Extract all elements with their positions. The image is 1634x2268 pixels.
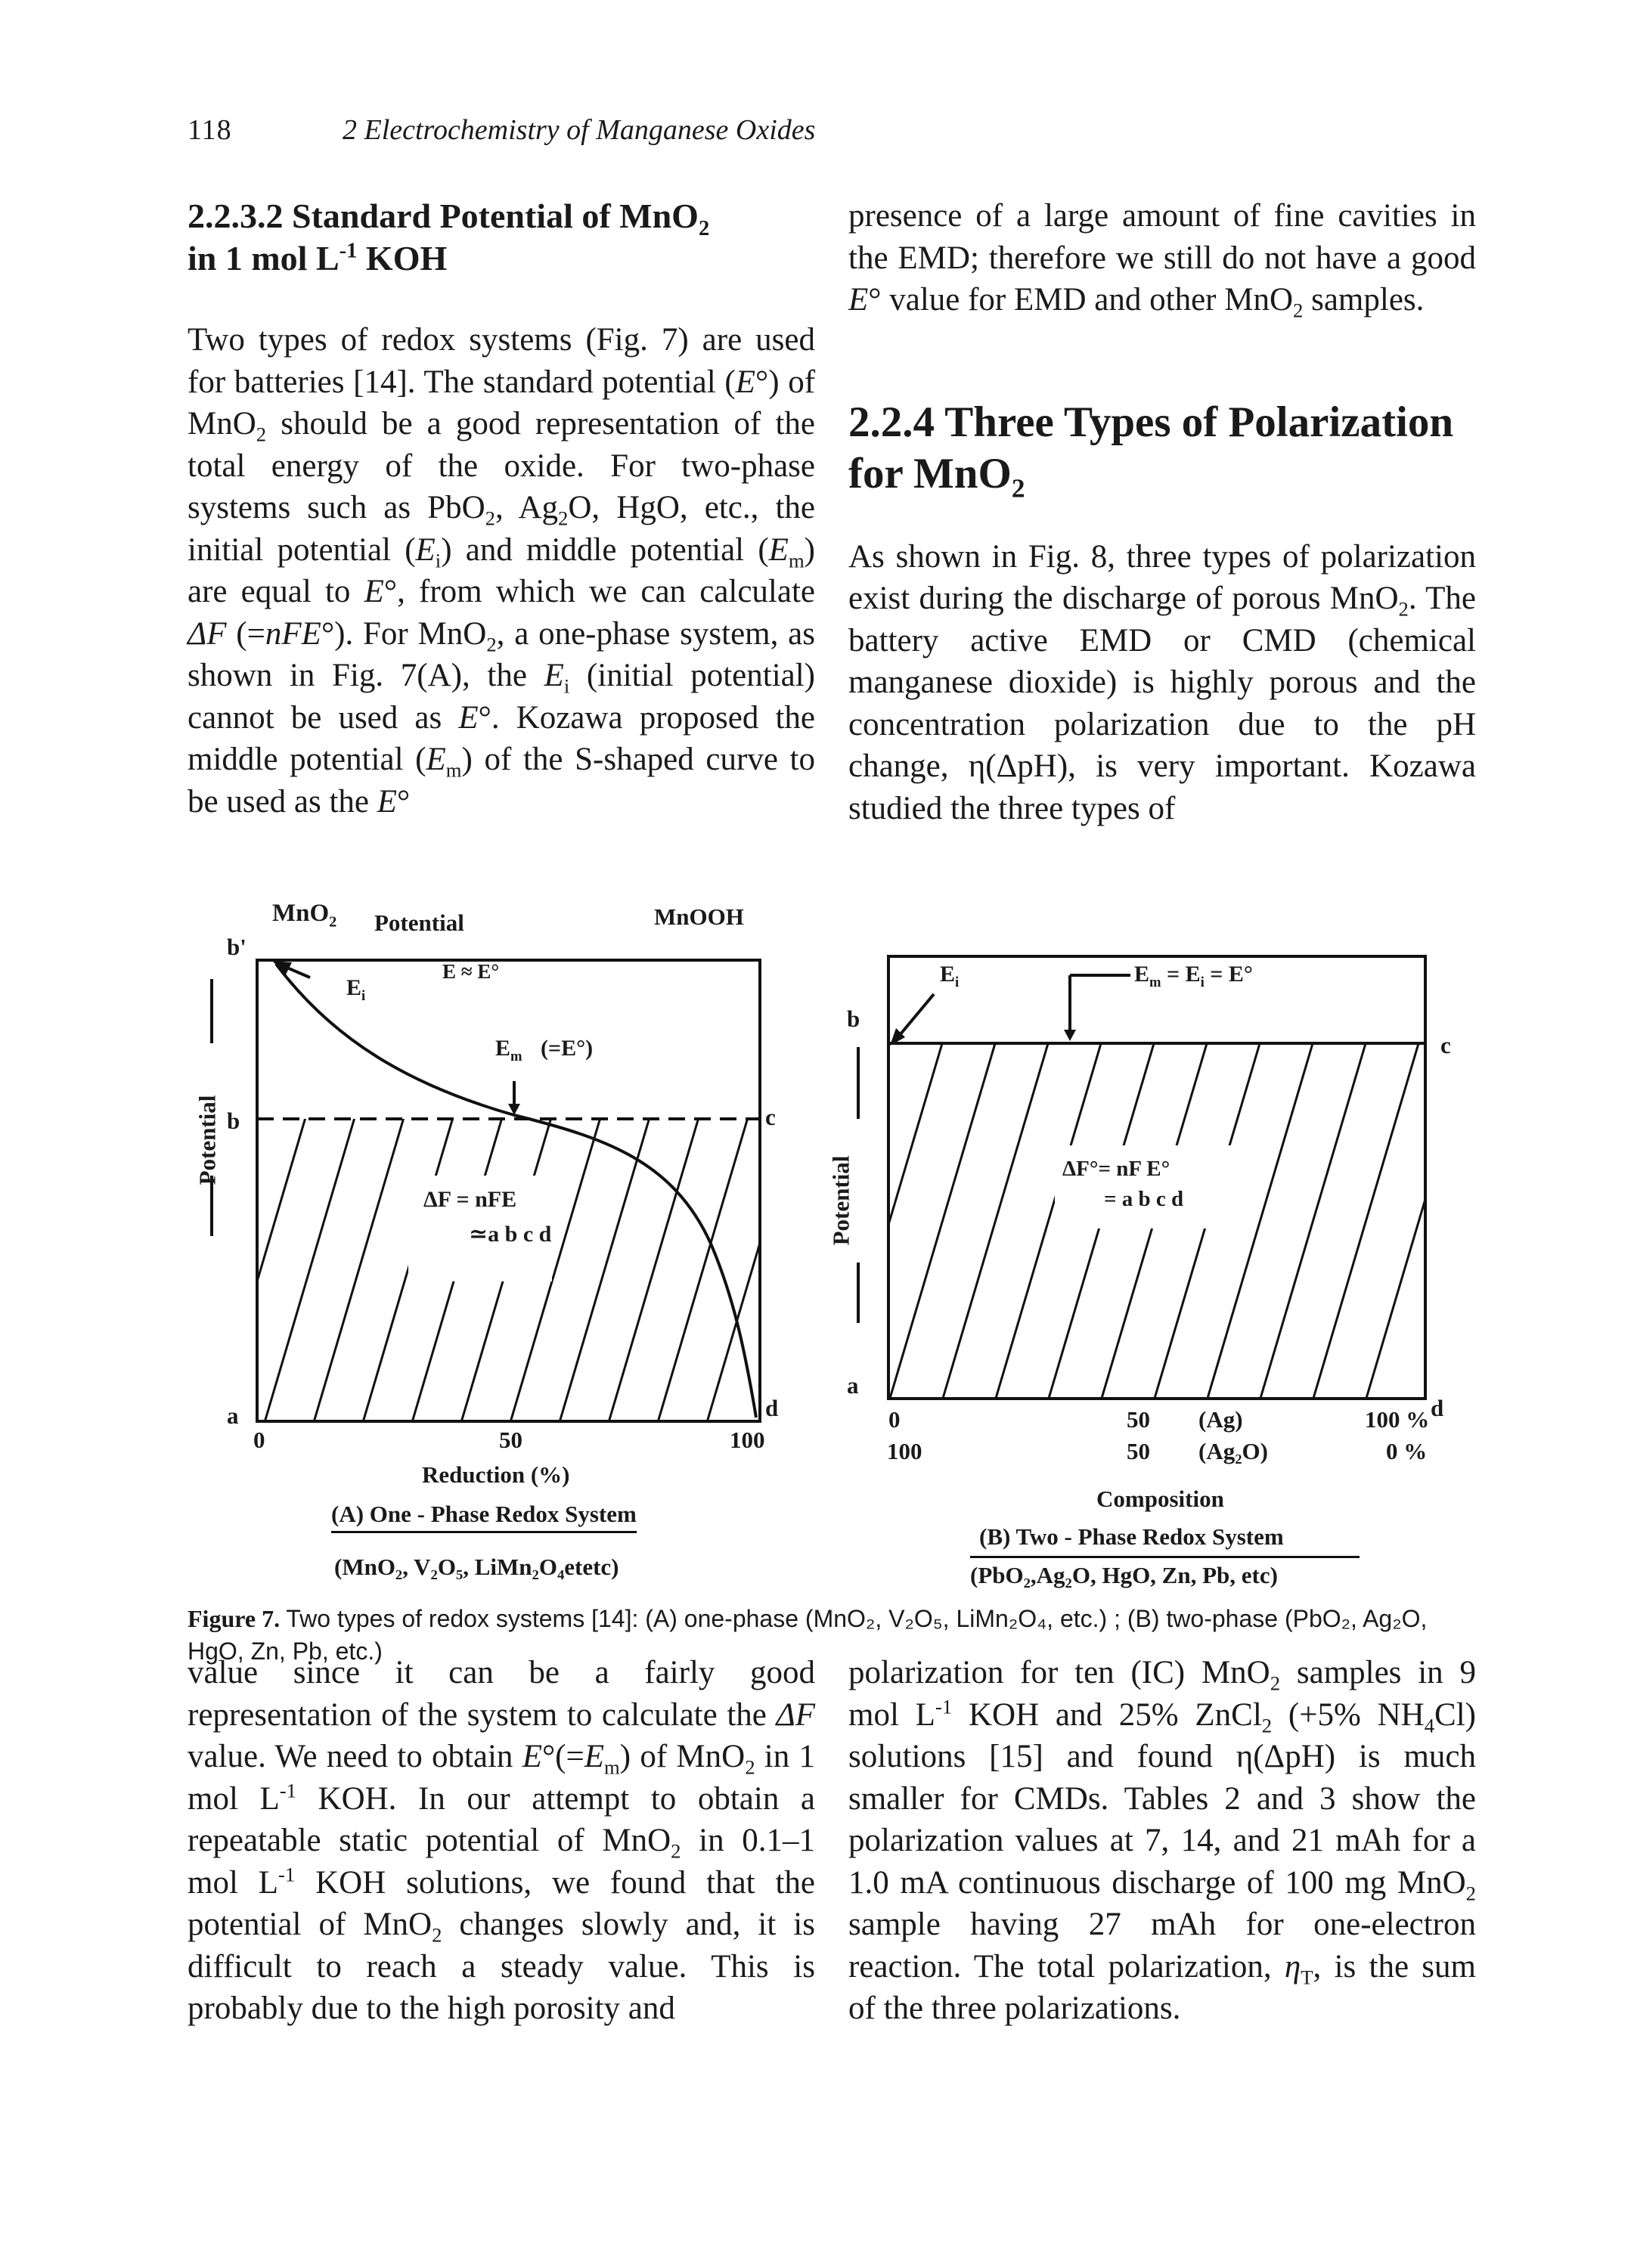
label-mnooh: MnOOH xyxy=(654,903,744,930)
row2-ag2o: (Ag₂O) xyxy=(1198,1438,1268,1464)
label-abcd: = a b c d xyxy=(1104,1187,1184,1211)
figure-caption: Figure 7. Two types of redox systems [14… xyxy=(188,1603,1473,1668)
figure-b: b a c d Potential Ei Em = Ei = E° ΔF°= n… xyxy=(827,945,1471,1489)
figure-b-title: (B) Two - Phase Redox System xyxy=(979,1523,1284,1550)
label-d: d xyxy=(1431,1395,1444,1421)
row1-ag: (Ag) xyxy=(1198,1406,1243,1433)
figure-b-graphic xyxy=(857,955,1427,1400)
caption-text: Two types of redox systems [14]: (A) one… xyxy=(188,1605,1428,1665)
paragraph-ic-samples: polarization for ten (IC) MnO2 samples i… xyxy=(848,1655,1476,2026)
y-axis-label: Potential xyxy=(194,1095,221,1185)
figure-a: MnO2 Potential MnOOH b' b a c d Potentia… xyxy=(181,888,809,1488)
row1-tick-0: 0 xyxy=(888,1406,901,1433)
x-tick-0: 0 xyxy=(253,1427,265,1453)
right-column-bottom: polarization for ten (IC) MnO2 samples i… xyxy=(848,1652,1476,2030)
x-tick-100: 100 xyxy=(730,1427,765,1453)
label-c: c xyxy=(1440,1032,1451,1058)
label-b: b xyxy=(227,1108,240,1134)
section-heading: 2.2.4 Three Types of Polarization for Mn… xyxy=(848,398,1454,503)
figure-b-title-rule xyxy=(970,1556,1360,1558)
y-axis-label: Potential xyxy=(827,1155,854,1246)
running-title: 2 Electrochemistry of Manganese Oxides xyxy=(343,114,816,146)
figure-b-examples: (PbO₂,Ag₂O, HgO, Zn, Pb, etc) xyxy=(970,1562,1278,1588)
paragraph-standard-potential: Two types of redox systems (Fig. 7) are … xyxy=(188,322,816,820)
left-column-top: 2.2.3.2 Standard Potential of MnO2 in 1 … xyxy=(188,195,815,823)
figure-b-composition: Composition xyxy=(1096,1486,1224,1512)
row2-tick-50: 50 xyxy=(1127,1438,1150,1464)
paragraph-polarization: As shown in Fig. 8, three types of polar… xyxy=(848,538,1476,826)
label-ei: Ei xyxy=(346,975,366,1004)
row1-tick-100: 100 % xyxy=(1365,1406,1430,1433)
left-column-bottom: value since it can be a fairly good repr… xyxy=(188,1652,815,2030)
right-column-top: presence of a large amount of fine cavit… xyxy=(848,195,1476,829)
label-em-eq: (=E°) xyxy=(541,1036,594,1061)
label-potential-top: Potential xyxy=(374,909,464,936)
page-header: 118 2 Electrochemistry of Manganese Oxid… xyxy=(188,113,815,147)
subsection-heading: 2.2.3.2 Standard Potential of MnO2 in 1 … xyxy=(188,197,710,277)
caption-label: Figure 7. xyxy=(188,1605,281,1632)
x-axis-label: Reduction (%) xyxy=(422,1461,570,1488)
label-a: a xyxy=(227,1402,239,1429)
label-b: b xyxy=(847,1005,860,1032)
label-ei: Ei xyxy=(940,962,960,990)
row1-tick-50: 50 xyxy=(1127,1406,1150,1433)
label-mno2: MnO2 xyxy=(272,900,337,931)
figure-a-title: (A) One - Phase Redox System xyxy=(331,1501,637,1533)
label-c: c xyxy=(765,1104,776,1130)
label-delta-f: ΔF = nFE xyxy=(423,1187,517,1212)
row2-tick-0: 0 % xyxy=(1386,1438,1428,1464)
label-a: a xyxy=(847,1372,859,1399)
figure-a-graphic xyxy=(210,959,761,1423)
label-ei-approx: E ≈ E° xyxy=(442,960,500,983)
paragraph-em-value: value since it can be a fairly good repr… xyxy=(188,1655,816,2026)
page-number: 118 xyxy=(188,114,232,146)
row2-tick-100: 100 xyxy=(887,1438,922,1464)
label-b-prime: b' xyxy=(227,934,246,960)
paragraph-continued: presence of a large amount of fine cavit… xyxy=(848,198,1476,322)
label-em: Em xyxy=(495,1036,522,1064)
figure-a-examples: (MnO₂, V₂O₅, LiMn₂O₄etetc) xyxy=(334,1554,619,1580)
label-em-ei-eo: Em = Ei = E° xyxy=(1134,962,1253,990)
x-tick-50: 50 xyxy=(499,1427,522,1453)
label-delta-f: ΔF°= nF E° xyxy=(1062,1157,1170,1181)
label-abcd: ≃a b c d xyxy=(469,1222,552,1247)
label-d: d xyxy=(765,1395,779,1421)
